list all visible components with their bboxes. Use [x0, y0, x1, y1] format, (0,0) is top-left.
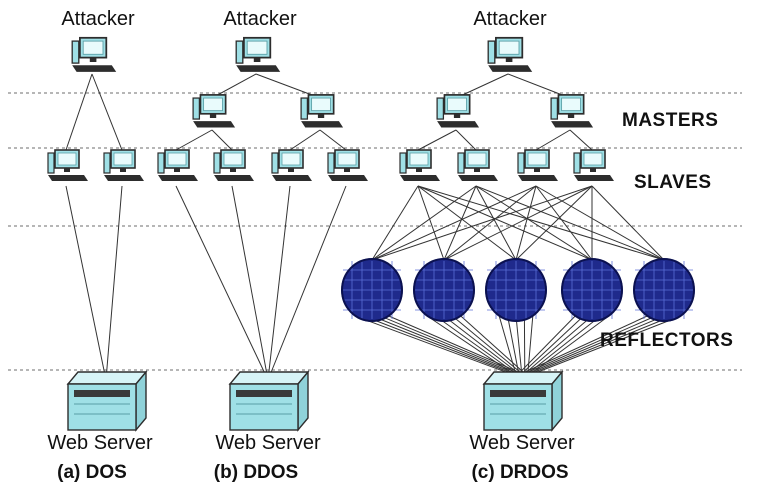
- edge-drdos-reflector-1-server-1: [355, 316, 516, 376]
- edge-ddos-slave-server-2: [232, 186, 268, 380]
- connection-lines: [66, 74, 681, 380]
- edge-drdos-slave-3-reflector-5: [536, 186, 664, 260]
- edge-drdos-master-slave-4: [570, 130, 592, 150]
- attacker-computer-ddos: [236, 38, 280, 72]
- edge-drdos-master-slave-1: [418, 130, 456, 150]
- edge-dos-attacker-slave-2: [92, 74, 122, 150]
- attacker-computer-dos: [72, 38, 116, 72]
- slave-computer-drdos-4: [574, 150, 614, 181]
- edge-drdos-reflector-2-server-3: [444, 316, 522, 376]
- master-computer-ddos-2: [301, 95, 343, 128]
- attacker-label-dos: Attacker: [61, 8, 134, 31]
- edge-dos-attacker-slave-1: [66, 74, 92, 150]
- attacker-label-drdos: Attacker: [473, 8, 546, 31]
- reflectors-label: REFLECTORS: [600, 330, 733, 352]
- caption-drdos: (c) DRDOS: [471, 462, 568, 484]
- edge-ddos-master-slave-2: [212, 130, 232, 150]
- edge-drdos-slave-1-reflector-1: [372, 186, 418, 260]
- reflector-globe-5: [634, 259, 694, 321]
- edge-drdos-master-slave-2: [456, 130, 476, 150]
- edge-dos-slave-server-1: [66, 186, 106, 380]
- edge-drdos-slave-1-reflector-2: [418, 186, 444, 260]
- web-server-drdos: [484, 372, 562, 430]
- attacker-computer-drdos: [488, 38, 532, 72]
- master-computer-drdos-1: [437, 95, 479, 128]
- slave-computer-dos-1: [48, 150, 88, 181]
- edge-ddos-slave-server-3: [268, 186, 290, 380]
- slave-computer-ddos-3: [272, 150, 312, 181]
- master-computer-ddos-1: [193, 95, 235, 128]
- slave-computer-dos-2: [104, 150, 144, 181]
- edge-ddos-slave-server-4: [268, 186, 346, 380]
- reflector-globe-1: [342, 259, 402, 321]
- caption-ddos: (b) DDOS: [214, 462, 298, 484]
- masters-label: MASTERS: [622, 110, 718, 132]
- edge-drdos-slave-2-reflector-4: [476, 186, 592, 260]
- master-computer-drdos-2: [551, 95, 593, 128]
- server-label-drdos: Web Server: [469, 432, 574, 455]
- slaves-label: SLAVES: [634, 172, 712, 194]
- edge-drdos-reflector-1-server-3: [372, 316, 522, 376]
- attacker-label-ddos: Attacker: [223, 8, 296, 31]
- edge-ddos-master-slave-1: [176, 130, 212, 150]
- reflector-globe-3: [486, 259, 546, 321]
- slave-computer-ddos-4: [328, 150, 368, 181]
- web-server-dos: [68, 372, 146, 430]
- slave-computer-ddos-1: [158, 150, 198, 181]
- reflector-globe-2: [414, 259, 474, 321]
- edge-ddos-slave-server-1: [176, 186, 268, 380]
- edge-drdos-slave-4-reflector-3: [516, 186, 592, 260]
- edge-drdos-master-slave-3: [536, 130, 570, 150]
- slave-computer-drdos-3: [518, 150, 558, 181]
- edge-drdos-slave-3-reflector-4: [536, 186, 592, 260]
- reflector-globe-4: [562, 259, 622, 321]
- edge-dos-slave-server-2: [106, 186, 122, 380]
- server-label-dos: Web Server: [47, 432, 152, 455]
- slave-computer-drdos-1: [400, 150, 440, 181]
- edge-drdos-slave-3-reflector-2: [444, 186, 536, 260]
- caption-dos: (a) DOS: [57, 462, 127, 484]
- server-label-ddos: Web Server: [215, 432, 320, 455]
- slave-computer-ddos-2: [214, 150, 254, 181]
- web-server-ddos: [230, 372, 308, 430]
- edge-ddos-master-slave-3: [290, 130, 320, 150]
- edge-ddos-master-slave-4: [320, 130, 346, 150]
- slave-computer-drdos-2: [458, 150, 498, 181]
